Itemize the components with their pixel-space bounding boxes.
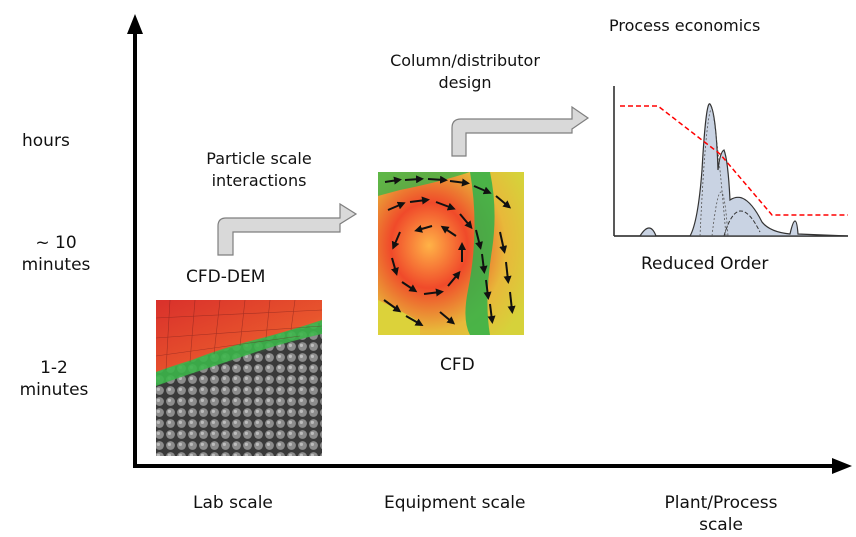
y-tick-10-minutes: ~ 10 minutes bbox=[16, 232, 96, 276]
x-tick-plant-line2: scale bbox=[699, 515, 743, 535]
x-tick-lab-text: Lab scale bbox=[193, 493, 273, 513]
y-tick-12-line1: 1-2 bbox=[40, 358, 68, 378]
particle-line1: Particle scale bbox=[206, 149, 312, 168]
cfd-image bbox=[378, 172, 524, 335]
arrow-particle-scale bbox=[217, 202, 358, 256]
cfd-dem-text: CFD-DEM bbox=[186, 267, 266, 287]
y-tick-10-line1: ~ 10 bbox=[35, 233, 77, 253]
x-tick-lab-scale: Lab scale bbox=[193, 492, 273, 514]
column-line1: Column/distributor bbox=[390, 51, 540, 70]
x-axis-arrowhead bbox=[832, 458, 852, 474]
ro-peak-inner-2 bbox=[711, 191, 729, 237]
x-tick-equipment-scale: Equipment scale bbox=[384, 492, 526, 514]
y-tick-12-line2: minutes bbox=[19, 380, 89, 400]
label-reduced-order: Reduced Order bbox=[641, 253, 768, 275]
y-tick-hours: hours bbox=[22, 130, 70, 152]
reduced-order-chart bbox=[613, 86, 849, 237]
label-cfd-dem: CFD-DEM bbox=[186, 266, 265, 288]
y-tick-hours-text: hours bbox=[22, 131, 70, 151]
arrow-column-design bbox=[451, 105, 590, 157]
label-process-economics: Process economics bbox=[609, 15, 760, 37]
label-particle-scale-interactions: Particle scale interactions bbox=[184, 148, 334, 192]
column-line2: design bbox=[438, 73, 492, 92]
ro-peak-inner-1 bbox=[699, 107, 727, 237]
process-economics-text: Process economics bbox=[609, 16, 761, 35]
y-tick-1-2-minutes: 1-2 minutes bbox=[14, 357, 94, 401]
reduced-order-text: Reduced Order bbox=[641, 254, 769, 274]
ro-peak-inner-3 bbox=[723, 210, 761, 237]
particle-line2: interactions bbox=[211, 171, 307, 190]
y-axis-arrowhead bbox=[127, 14, 143, 34]
cfd-dem-image bbox=[155, 299, 323, 456]
x-tick-plant-process-scale: Plant/Process scale bbox=[646, 492, 796, 536]
cfd-text: CFD bbox=[440, 355, 475, 375]
label-cfd: CFD bbox=[440, 354, 475, 376]
label-column-distributor-design: Column/distributor design bbox=[380, 50, 550, 94]
ro-peak-envelope bbox=[614, 103, 849, 237]
axes bbox=[127, 14, 852, 474]
ro-economics-line bbox=[620, 105, 848, 216]
y-tick-10-line2: minutes bbox=[21, 255, 91, 275]
x-tick-equipment-text: Equipment scale bbox=[384, 493, 526, 513]
x-tick-plant-line1: Plant/Process bbox=[664, 493, 778, 513]
